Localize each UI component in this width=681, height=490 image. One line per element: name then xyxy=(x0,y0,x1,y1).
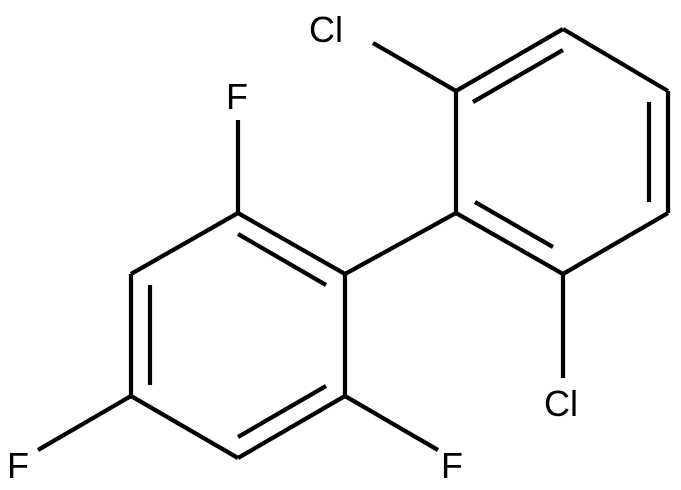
atom-label-f-left: F xyxy=(7,445,29,486)
bond xyxy=(236,384,328,439)
bond xyxy=(236,394,347,460)
bond xyxy=(129,394,240,460)
atom-label-cl-bottom: Cl xyxy=(544,383,578,424)
dichlorophenyl-ring xyxy=(453,27,671,276)
atom-label-f-top: F xyxy=(226,76,248,117)
bond-to-cl-top xyxy=(371,41,458,93)
biaryl-bond xyxy=(343,211,458,276)
bond-to-f-bottom xyxy=(343,394,440,452)
trifluorophenyl-ring xyxy=(128,211,348,460)
atom-label-cl-top: Cl xyxy=(309,9,343,50)
bond xyxy=(561,211,670,276)
bond xyxy=(473,200,555,249)
bond xyxy=(129,211,240,276)
bond xyxy=(236,232,328,287)
bond xyxy=(471,48,565,104)
bond xyxy=(454,211,565,276)
bond xyxy=(236,211,347,276)
bond xyxy=(454,27,565,93)
bond xyxy=(561,27,670,93)
bond-to-f-left xyxy=(36,394,133,452)
atom-label-f-bottom: F xyxy=(441,445,463,486)
